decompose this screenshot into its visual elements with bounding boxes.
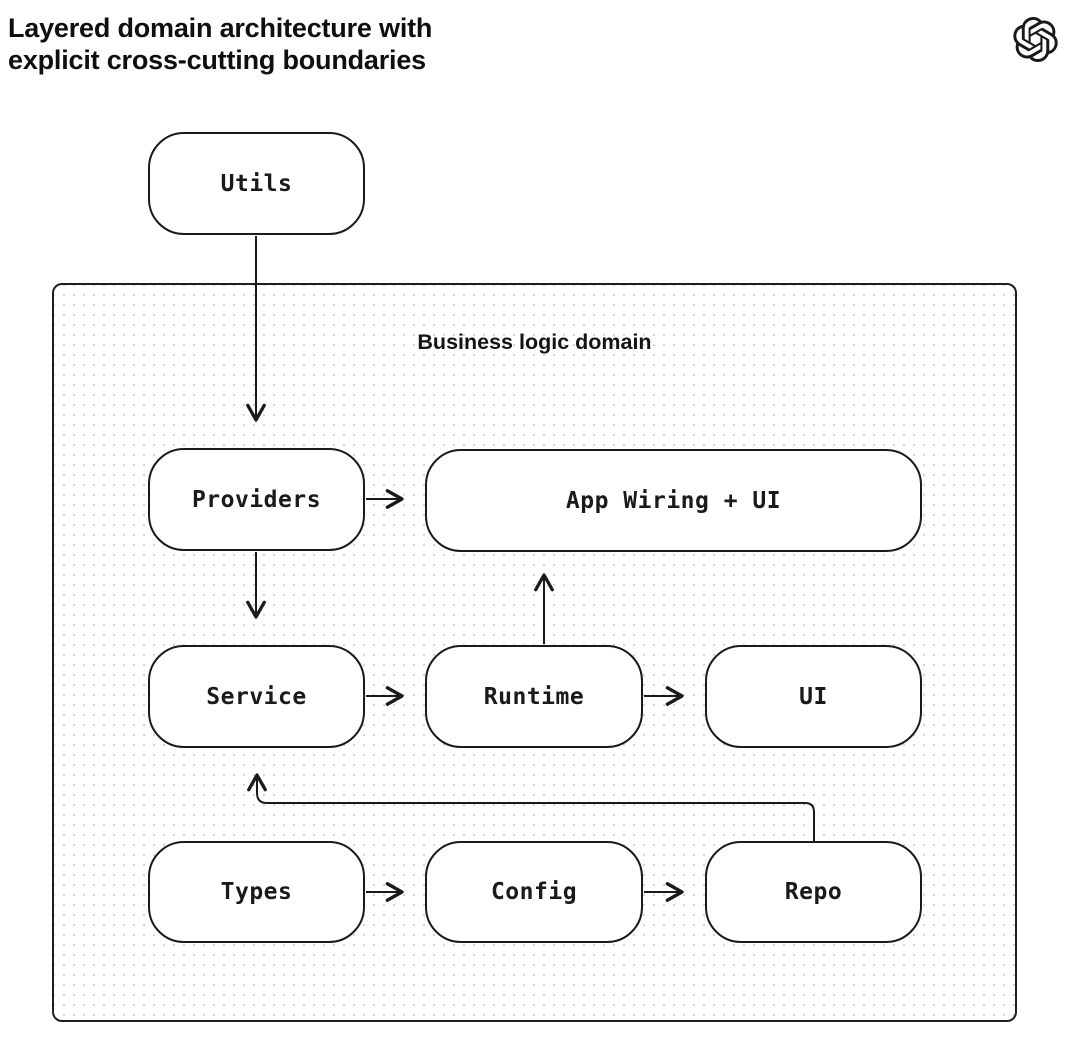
business-logic-domain-label: Business logic domain bbox=[417, 330, 652, 354]
node-repo: Repo bbox=[705, 841, 922, 943]
node-config: Config bbox=[425, 841, 643, 943]
openai-logo-icon bbox=[1013, 17, 1058, 62]
page-title-line-1: Layered domain architecture with bbox=[8, 13, 433, 43]
page-title: Layered domain architecture with explici… bbox=[8, 12, 432, 77]
node-runtime: Runtime bbox=[425, 645, 643, 748]
node-service: Service bbox=[148, 645, 365, 748]
page-title-line-2: explicit cross-cutting boundaries bbox=[8, 45, 426, 76]
node-providers: Providers bbox=[148, 448, 365, 551]
node-ui: UI bbox=[705, 645, 922, 748]
node-app-wiring-ui: App Wiring + UI bbox=[425, 449, 922, 552]
node-utils: Utils bbox=[148, 132, 365, 235]
node-types: Types bbox=[148, 841, 365, 943]
